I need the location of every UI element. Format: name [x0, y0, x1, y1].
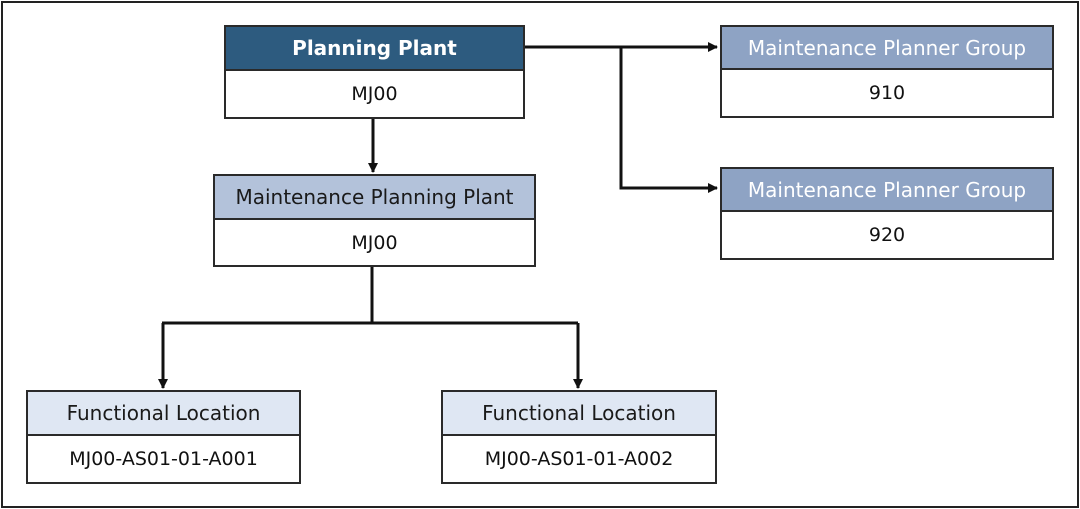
maintenance-planning-plant-box: Maintenance Planning Plant MJ00 — [213, 174, 536, 267]
planning-plant-title: Planning Plant — [226, 27, 523, 71]
functional-location-box-1: Functional Location MJ00-AS01-01-A001 — [26, 390, 301, 484]
planner-group-title-1: Maintenance Planner Group — [722, 27, 1052, 70]
arrow-plant-to-group-920 — [619, 47, 718, 193]
planning-plant-box: Planning Plant MJ00 — [224, 25, 525, 119]
maintenance-planning-plant-title: Maintenance Planning Plant — [215, 176, 534, 220]
planner-group-value-1: 910 — [868, 82, 906, 104]
functional-location-value-1: MJ00-AS01-01-A001 — [69, 448, 258, 470]
maintenance-planning-plant-value: MJ00 — [351, 231, 398, 254]
functional-location-value-2: MJ00-AS01-01-A002 — [484, 448, 674, 470]
functional-location-box-2: Functional Location MJ00-AS01-01-A002 — [441, 390, 717, 484]
planner-group-value-2: 920 — [868, 224, 906, 246]
planning-plant-value: MJ00 — [351, 83, 398, 105]
planner-group-title-2: Maintenance Planner Group — [722, 169, 1052, 212]
planner-group-box-2: Maintenance Planner Group 920 — [720, 167, 1054, 260]
planner-group-box-1: Maintenance Planner Group 910 — [720, 25, 1054, 118]
functional-location-title-1: Functional Location — [28, 392, 299, 436]
functional-location-title-2: Functional Location — [443, 392, 715, 436]
